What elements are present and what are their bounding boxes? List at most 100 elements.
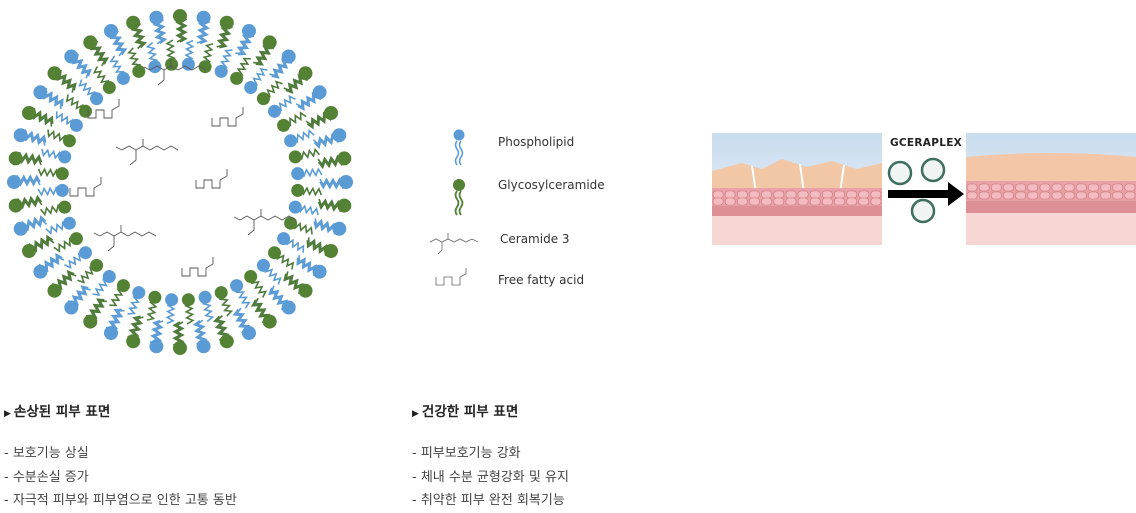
lipid-head (324, 106, 338, 120)
skin-cell (846, 190, 858, 199)
skin-cell (1039, 183, 1051, 192)
skin-cell (1075, 191, 1087, 200)
gceraplex-particles (887, 157, 946, 224)
lipid-head (284, 216, 298, 230)
skin-cell (1088, 183, 1099, 192)
skin-cell (1100, 183, 1112, 192)
lipid-head (312, 264, 327, 279)
list-item: - 수분손실 증가 (4, 469, 89, 485)
lipid-head (181, 293, 195, 307)
skin-cell (809, 197, 821, 206)
ceramide-molecule (143, 59, 207, 86)
liposome-diagram (7, 9, 353, 355)
lipid-head (47, 283, 62, 298)
lipid-head (244, 270, 258, 283)
skin-cell (761, 197, 772, 206)
transition-arrow (888, 182, 964, 206)
legend-free-fatty-acid-label: Free fatty acid (498, 273, 585, 287)
skin-cell (785, 190, 797, 199)
lipid-head (219, 15, 234, 30)
skin-cell (1015, 183, 1027, 192)
damaged-skin-image (712, 133, 882, 245)
skin-cell (990, 191, 1002, 200)
lipid-head (47, 66, 62, 81)
skin-comparison-illustration (712, 133, 1136, 245)
lipid-head (262, 314, 277, 329)
phospholipid-icon (453, 129, 465, 166)
skin-cell (966, 183, 978, 192)
lipid-head (132, 286, 146, 300)
skin-cell (966, 191, 978, 200)
lipid-head (79, 246, 92, 260)
skin-cell (773, 197, 785, 206)
skin-cell (990, 183, 1002, 192)
lipid-head (196, 339, 211, 354)
lipid-head (13, 221, 28, 236)
lipid-head (298, 66, 313, 81)
lipid-head (230, 71, 244, 85)
skin-cell (822, 190, 833, 199)
skin-cell (1039, 191, 1051, 200)
lipid-head (173, 341, 187, 355)
skin-cell (1124, 183, 1136, 192)
skin-cell (1003, 183, 1014, 192)
damaged-skin-section: ▶손상된 피부 표면 - 보호기능 상실 - 수분손실 증가 - 자극적 피부와… (4, 400, 237, 513)
lipid-head (64, 300, 79, 315)
lipid-head (13, 128, 28, 143)
skin-cell (1003, 191, 1014, 200)
gceraplex-label: GCERAPLEX (890, 137, 963, 149)
lipid-head (324, 244, 338, 258)
lipid-head (58, 200, 72, 214)
lipid-head (288, 200, 302, 214)
skin-cell (834, 197, 845, 206)
lipid-head (284, 134, 298, 148)
lipid-head (149, 339, 164, 354)
skin-cell (785, 197, 797, 206)
lipid-head (62, 216, 76, 230)
lipid-head (104, 24, 118, 38)
legend-ceramide3-label: Ceramide 3 (500, 232, 570, 246)
lipid-head (58, 150, 72, 164)
lipid-head (281, 49, 296, 64)
lipid-head (214, 286, 228, 300)
lipid-head (262, 35, 277, 50)
damaged-skin-list: - 보호기능 상실 - 수분손실 증가 - 자극적 피부와 피부염으로 인한 고… (4, 442, 237, 513)
lipid-head (148, 290, 162, 304)
lipid-head (288, 150, 302, 164)
triangle-icon: ▶ (412, 409, 419, 419)
healthy-skin-image (966, 133, 1136, 245)
lipid-head (277, 118, 291, 132)
fatty-acid-molecule (195, 169, 228, 189)
legend-glycosylceramide-label: Glycosylceramide (498, 178, 605, 192)
lipid-head (33, 85, 48, 100)
lipid-head (132, 64, 146, 78)
skin-cell (1124, 191, 1136, 200)
skin-cell (736, 197, 748, 206)
healthy-skin-cells (966, 183, 1136, 200)
bilayer-membrane (7, 9, 353, 355)
list-item: - 보호기능 상실 (4, 446, 89, 461)
inner-molecules (69, 59, 297, 277)
skin-cell (822, 197, 833, 206)
lipid-head (332, 128, 347, 143)
lipid-head (281, 300, 296, 315)
skin-cell (797, 197, 809, 206)
lipid-head (214, 64, 228, 78)
skin-cell (797, 190, 809, 199)
damaged-skin-title-text: 손상된 피부 표면 (13, 404, 111, 420)
lipid-head (173, 9, 187, 23)
lipid-head (22, 106, 36, 120)
ceramide-molecule (93, 225, 157, 252)
healthy-skin-title: ▶건강한 피부 표면 (412, 400, 569, 420)
lipid-head (291, 183, 305, 197)
lipid-head (332, 221, 347, 236)
skin-cell (749, 197, 760, 206)
lipid-head (165, 293, 179, 307)
triangle-icon: ▶ (4, 409, 11, 419)
lipid-head (339, 175, 353, 189)
lipid-head (64, 49, 79, 64)
legend: Phospholipid Glycosylceramide Ceramide 3… (420, 115, 620, 305)
lipid-head (242, 326, 256, 340)
healthy-skin-title-text: 건강한 피부 표면 (421, 404, 519, 420)
healthy-skin-list: - 피부보호기능 강화 - 체내 수분 균형강화 및 유지 - 취약한 피부 완… (412, 442, 569, 513)
